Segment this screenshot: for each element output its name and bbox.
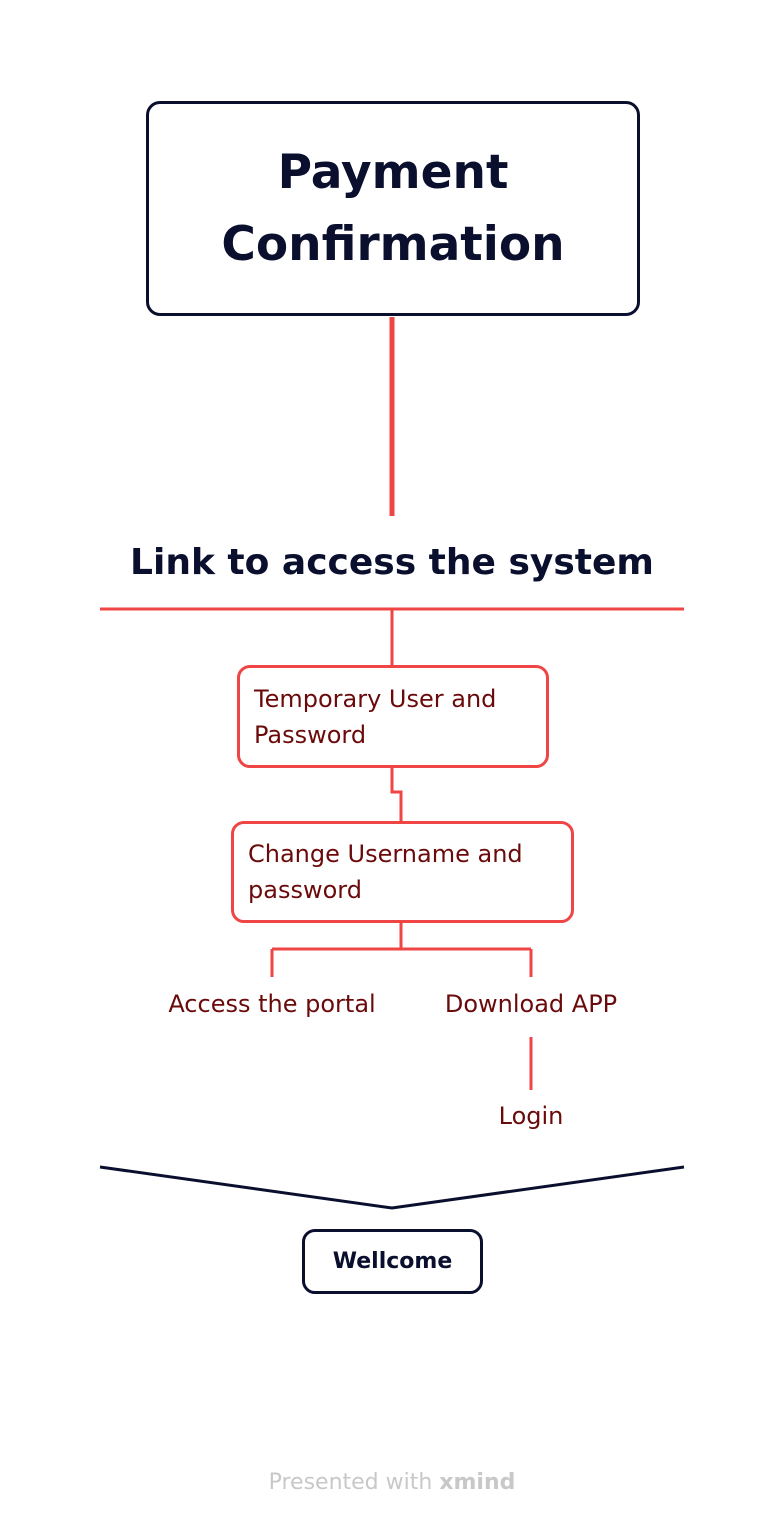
root-title-line2: Confirmation <box>221 216 565 272</box>
summary-label: Wellcome <box>332 1249 453 1274</box>
step1-line2: Password <box>254 720 367 749</box>
branch-access-portal[interactable]: Access the portal <box>168 990 376 1018</box>
step-change-credentials-label: Change Username and password <box>248 836 523 908</box>
branch-download-app[interactable]: Download APP <box>444 990 618 1018</box>
summary-brace <box>99 1165 685 1210</box>
step1-line1: Temporary User and <box>254 684 497 713</box>
step2-line2: password <box>248 876 362 904</box>
branch-login[interactable]: Login <box>498 1102 564 1130</box>
root-topic-title: Payment Confirmation <box>149 137 637 281</box>
footer-prefix: Presented with <box>268 1470 433 1495</box>
step-temporary-credentials-label: Temporary User and Password <box>254 681 496 753</box>
footer-brand-logo: xmind <box>439 1470 516 1495</box>
step2-line1: Change Username and <box>248 840 523 868</box>
main-topic[interactable]: Link to access the system <box>90 534 694 590</box>
main-topic-label: Link to access the system <box>130 541 654 583</box>
step-change-credentials[interactable]: Change Username and password <box>231 821 574 923</box>
step1-to-step2-connector <box>390 768 403 821</box>
root-title-line1: Payment <box>277 144 509 200</box>
summary-topic[interactable]: Wellcome <box>302 1229 483 1294</box>
root-topic[interactable]: Payment Confirmation <box>146 101 640 316</box>
step-temporary-credentials[interactable]: Temporary User and Password <box>237 665 549 768</box>
footer-credit: Presented with xmind <box>0 1470 784 1495</box>
